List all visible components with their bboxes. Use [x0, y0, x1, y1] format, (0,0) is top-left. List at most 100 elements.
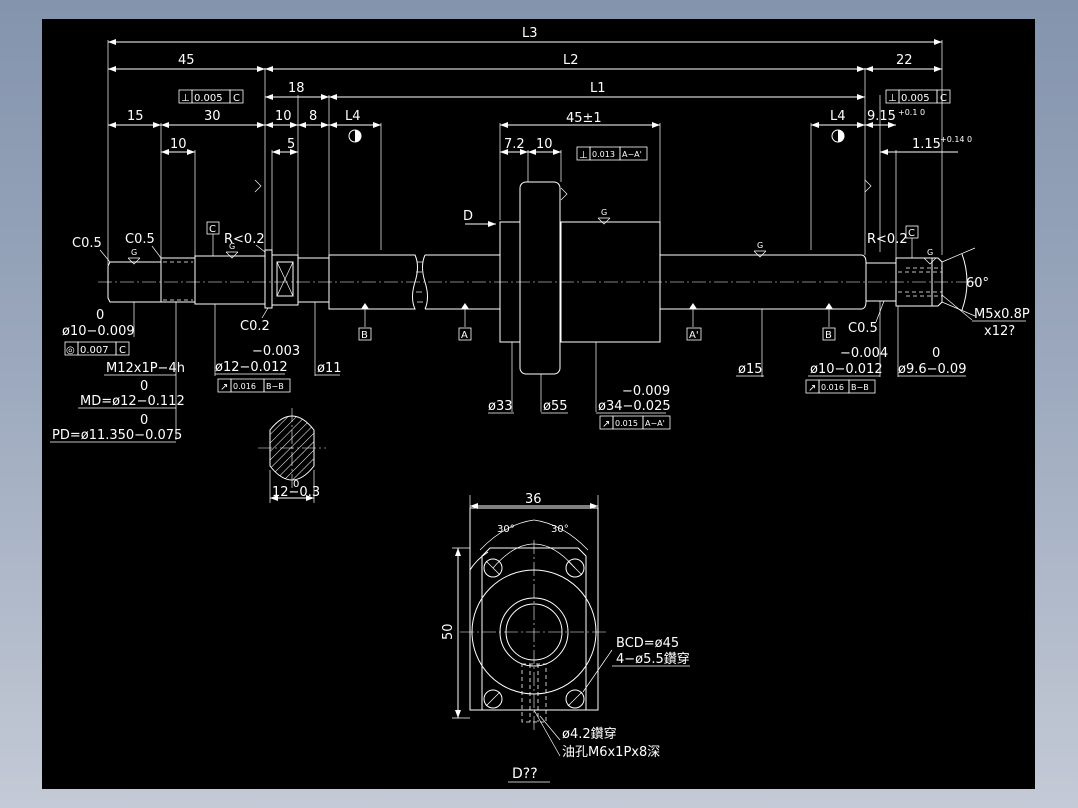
svg-text:C: C	[233, 93, 240, 104]
flange-view[interactable]	[460, 507, 608, 730]
svg-text:G: G	[601, 208, 607, 217]
svg-text:G: G	[131, 248, 137, 257]
svg-text:0.007: 0.007	[80, 345, 109, 356]
dim-1-15: 1.15	[912, 137, 941, 152]
svg-text:↗: ↗	[220, 382, 228, 393]
dim-l3: L3	[522, 26, 538, 41]
svg-text:G: G	[927, 248, 933, 257]
svg-text:⊥: ⊥	[579, 150, 588, 161]
svg-text:A': A'	[689, 330, 699, 341]
dim-5: 5	[287, 137, 295, 152]
svg-text:↗: ↗	[808, 383, 816, 394]
svg-text:C: C	[908, 228, 915, 239]
svg-text:⊥: ⊥	[181, 93, 190, 104]
dim-30: 30	[204, 109, 221, 124]
dim-l4-left: L4	[345, 109, 361, 124]
svg-text:◎: ◎	[66, 345, 75, 356]
diameter-9-6-label: ø9.6−0.09	[898, 362, 966, 377]
dim-9-15: 9.15	[867, 109, 896, 124]
diameter-15-label: ø15	[738, 362, 763, 377]
svg-text:↗: ↗	[602, 419, 610, 430]
view-caption: D??	[512, 766, 538, 782]
ball-screw-shaft[interactable]	[98, 181, 975, 375]
gdt-perp-left: ⊥ 0.005 C	[178, 89, 244, 104]
dim-45: 45	[178, 53, 195, 68]
left-annotations: C0.5 C0.5 C R<0.2 C0.2 B A D 0 ø10−0.009…	[50, 209, 496, 443]
dim-15: 15	[127, 109, 144, 124]
view-d-label: D	[463, 209, 473, 224]
svg-text:A−A': A−A'	[622, 150, 642, 159]
dim-22: 22	[896, 53, 913, 68]
svg-text:0.013: 0.013	[592, 150, 615, 159]
dim-l4-right: L4	[830, 109, 846, 124]
svg-text:0.005: 0.005	[901, 93, 930, 104]
md-label: MD=ø12−0.112	[80, 394, 185, 409]
diameter-12-label: ø12−0.012	[215, 360, 288, 375]
diameter-33-label: ø33	[488, 399, 513, 414]
thread-label: M12x1P−4h	[106, 361, 185, 376]
dim-10a: 10	[275, 109, 292, 124]
datum-c: C	[209, 224, 216, 235]
dim-9-15-tol: +0.1 0	[898, 108, 925, 117]
dim-8: 8	[309, 109, 317, 124]
svg-text:0: 0	[140, 379, 148, 394]
svg-text:B−B: B−B	[851, 383, 869, 392]
svg-text:30°: 30°	[551, 524, 569, 535]
keyway-section: 0 12−0.3	[258, 408, 326, 503]
chamfer-label: C0.5	[125, 232, 155, 247]
bcd-label: BCD=ø45	[616, 636, 679, 651]
dim-l1: L1	[590, 81, 606, 96]
svg-text:⊥: ⊥	[888, 93, 897, 104]
svg-text:B−B: B−B	[266, 382, 284, 391]
svg-text:A: A	[461, 330, 468, 341]
svg-text:B: B	[361, 330, 368, 341]
flange-height-label: 50	[441, 623, 456, 640]
flange-width-label: 36	[525, 492, 542, 507]
diameter-55-label: ø55	[543, 399, 568, 414]
drawing-canvas[interactable]	[42, 19, 1035, 789]
svg-text:0: 0	[293, 479, 299, 490]
svg-text:0: 0	[140, 413, 148, 428]
diameter-10-label: ø10−0.009	[62, 324, 135, 339]
svg-text:−0.003: −0.003	[252, 344, 300, 359]
dim-l2: L2	[563, 53, 579, 68]
svg-text:G: G	[757, 241, 763, 250]
dim-1-15-tol: +0.14 0	[940, 135, 972, 144]
svg-text:30°: 30°	[497, 524, 515, 535]
dim-10c: 10	[536, 137, 553, 152]
dim-18: 18	[288, 81, 305, 96]
gdt-perp-nut: ⊥ 0.013 A−A'	[576, 146, 648, 161]
dimension-texts: L3 45 L2 22 18 L1 15 30 10 8 L4 45±1 L4 …	[127, 26, 972, 152]
chamfer-label: C0.5	[848, 321, 878, 336]
diameter-11-label: ø11	[317, 361, 342, 376]
mounting-holes-label: 4−ø5.5鑽穿	[616, 651, 690, 667]
radius-label: R<0.2	[224, 232, 265, 247]
svg-text:0.016: 0.016	[821, 383, 844, 392]
diameter-34-label: ø34−0.025	[598, 399, 671, 414]
svg-text:G: G	[229, 242, 235, 251]
svg-text:−0.009: −0.009	[622, 384, 670, 399]
oil-thread-label: 油孔M6x1Px8深	[562, 745, 660, 760]
svg-text:0.016: 0.016	[233, 382, 256, 391]
diameter-10b-label: ø10−0.012	[810, 362, 883, 377]
svg-text:C: C	[940, 93, 947, 104]
dim-45pm1: 45±1	[566, 111, 602, 126]
key-width-label: 12−0.3	[272, 485, 320, 500]
svg-text:x12?: x12?	[984, 324, 1015, 339]
angle-60-label: 60°	[966, 276, 989, 291]
tapped-hole-label: M5x0.8P	[974, 307, 1030, 322]
svg-text:−0.004: −0.004	[840, 346, 888, 361]
svg-text:0.005: 0.005	[194, 93, 223, 104]
radius-label: R<0.2	[867, 232, 908, 247]
pd-label: PD=ø11.350−0.075	[52, 428, 182, 443]
svg-text:C: C	[119, 345, 126, 356]
flange-annotations: 36 50 30° 30° BCD=ø45 4−ø5.5鑽穿 ø4.2鑽穿 油孔…	[441, 492, 690, 783]
chamfer-label: C0.2	[240, 319, 270, 334]
right-annotations: A' B ø15 R<0.2 C C0.5 −0.004 ø10−0.012 ↗…	[686, 225, 1030, 394]
gdt-perp-right: ⊥ 0.005 C	[885, 89, 951, 104]
oil-hole-label: ø4.2鑽穿	[562, 726, 617, 742]
svg-text:0: 0	[96, 308, 104, 323]
nut-annotations: ø33 ø55 −0.009 ø34−0.025 ↗ 0.015 A−A'	[488, 342, 671, 430]
dim-7-2: 7.2	[504, 137, 525, 152]
